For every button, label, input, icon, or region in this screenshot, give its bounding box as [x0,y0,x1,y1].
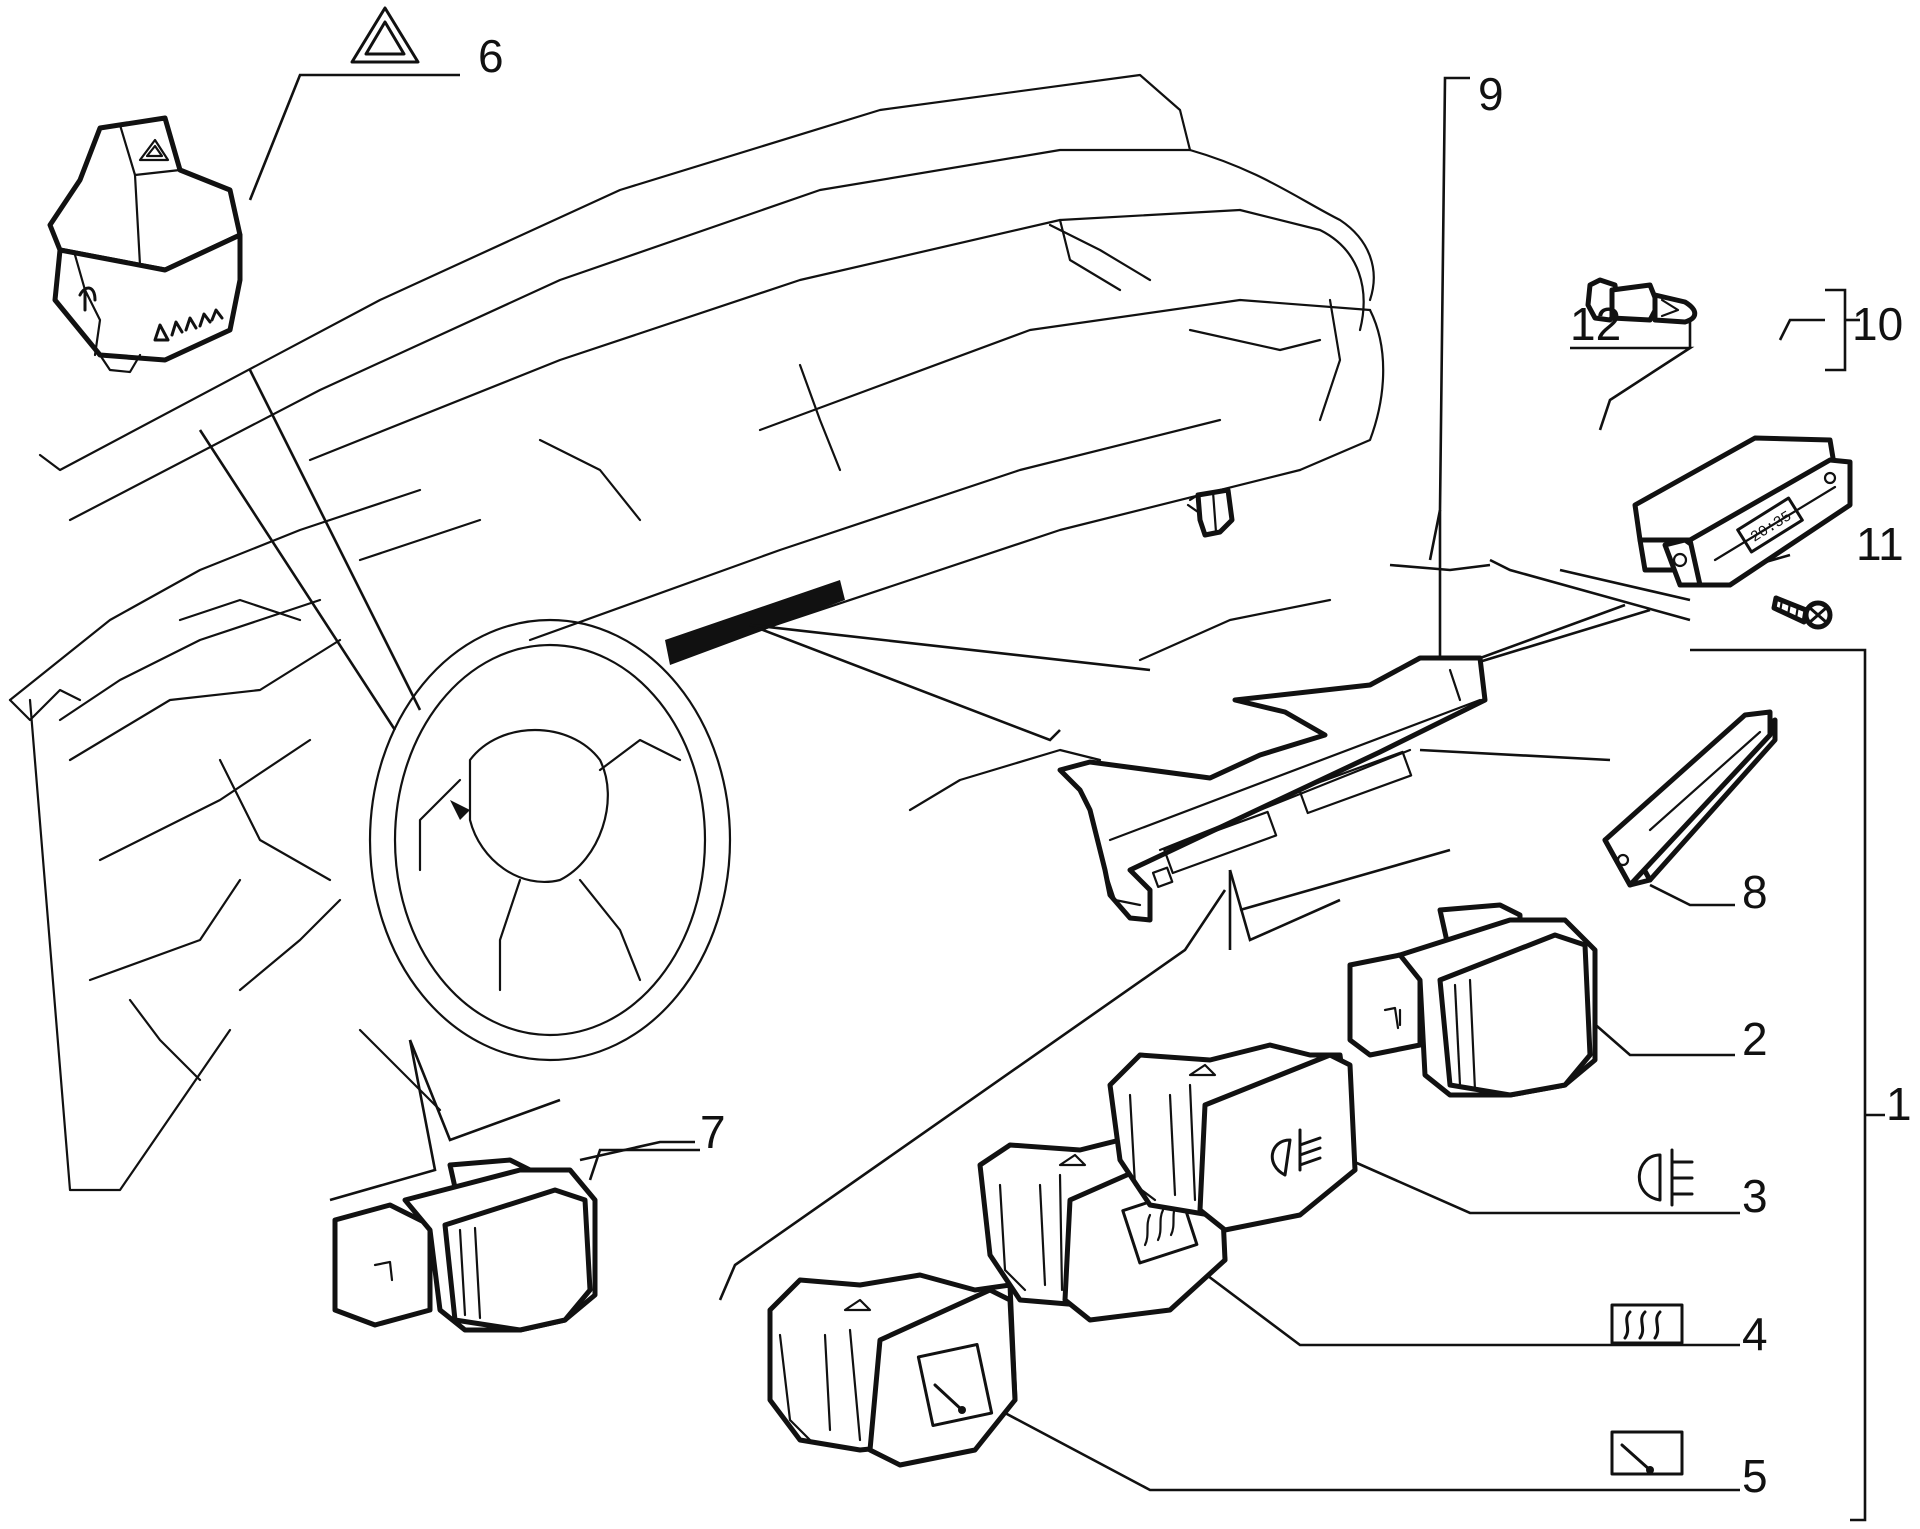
label-1: 1 [1886,1078,1912,1130]
blank-switch-7-part [332,1157,598,1333]
console-frame-part [1057,655,1488,923]
label-9: 9 [1478,68,1504,120]
bulb-part [1585,277,1698,325]
label-10: 10 [1852,298,1903,350]
blank-switch-2-part [1347,902,1598,1098]
clip-part [1186,487,1235,538]
leader-lines [198,73,1885,1522]
label-3: 3 [1742,1170,1768,1222]
label-4: 4 [1742,1308,1768,1360]
rear-window-defrost-symbol-icon [1610,1303,1684,1345]
label-8: 8 [1742,866,1768,918]
part-number-labels: 6 7 9 12 10 11 8 2 1 3 4 5 [478,30,1912,1502]
fog-light-switch-part [1107,1042,1358,1233]
label-2: 2 [1742,1013,1768,1065]
fog-light-symbol-icon [1637,1148,1694,1207]
dashboard-outline [8,73,1385,1192]
label-11: 11 [1856,518,1904,570]
screw-part [1771,595,1833,630]
hazard-switch-part [47,6,420,374]
clock-part: 20:35 [1632,435,1853,588]
horn-mark [450,800,470,820]
label-12: 12 [1570,298,1621,350]
label-6: 6 [478,30,504,82]
trim-strip [665,580,845,665]
label-7: 7 [700,1106,726,1158]
label-5: 5 [1742,1450,1768,1502]
blank-cover-part [1602,709,1778,888]
wiper-symbol-icon [1610,1430,1684,1476]
wiper-switch-part [767,1272,1018,1468]
